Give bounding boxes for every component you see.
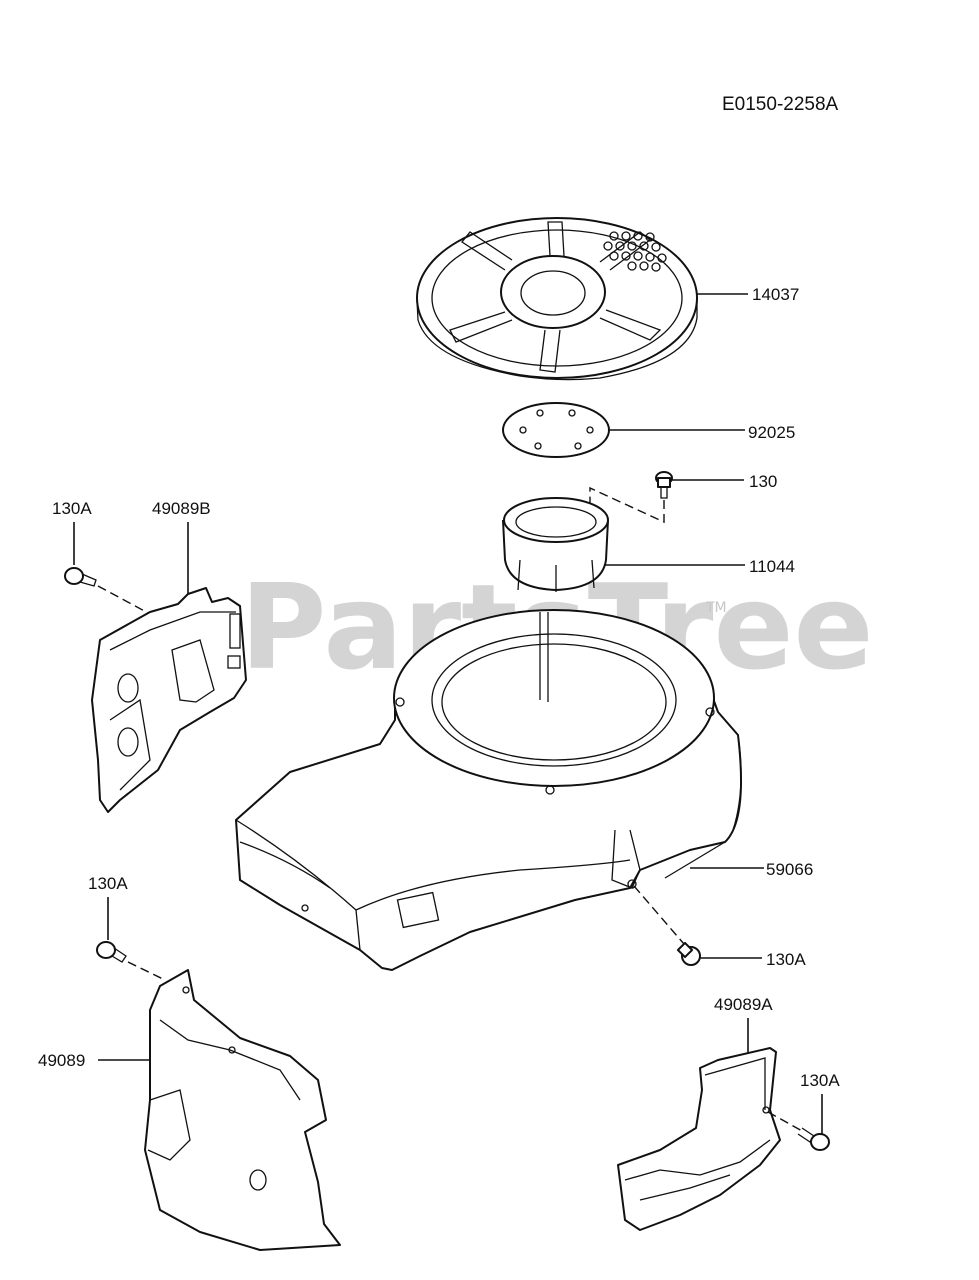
label-130A-bottom-right: 130A: [800, 1071, 840, 1090]
label-130-top: 130: [749, 472, 777, 491]
part-130A-left-top-bolt[interactable]: [64, 567, 97, 587]
bolt-130A-bottom-right-axis-dashes: [767, 1111, 805, 1133]
label-49089B: 49089B: [152, 499, 211, 518]
part-49089A-plate[interactable]: [617, 1047, 781, 1231]
watermark-tm: TM: [705, 600, 727, 616]
part-14037-fan-screen[interactable]: [416, 217, 698, 381]
label-11044: 11044: [749, 557, 795, 576]
part-92025-plate[interactable]: [502, 402, 610, 458]
label-49089: 49089: [38, 1051, 85, 1070]
label-130A-left-top: 130A: [52, 499, 92, 518]
part-11044-cup[interactable]: [502, 497, 609, 592]
label-59066: 59066: [766, 860, 813, 879]
part-130A-bottom-right-bolt[interactable]: [797, 1127, 830, 1151]
part-130-bolt[interactable]: [655, 471, 673, 499]
part-49089B-plate[interactable]: [91, 587, 247, 813]
part-130A-left-mid-bolt[interactable]: [96, 941, 127, 963]
label-130A-left-mid: 130A: [88, 874, 128, 893]
diagram-code: E0150-2258A: [722, 94, 839, 115]
bolt-130A-right-axis-dashes: [633, 885, 685, 945]
label-49089A: 49089A: [714, 995, 773, 1014]
label-14037: 14037: [752, 285, 799, 304]
part-130A-right-bolt[interactable]: [676, 941, 701, 966]
fan-screen-mesh: [603, 231, 667, 272]
part-49089-plate[interactable]: [144, 969, 341, 1251]
bolt-130A-left-top-axis-dashes: [97, 585, 151, 615]
bolt-130A-left-mid-axis-dashes: [127, 961, 166, 981]
part-59066-blower-housing[interactable]: [235, 609, 742, 971]
label-130A-right: 130A: [766, 950, 806, 969]
label-92025: 92025: [748, 423, 795, 442]
